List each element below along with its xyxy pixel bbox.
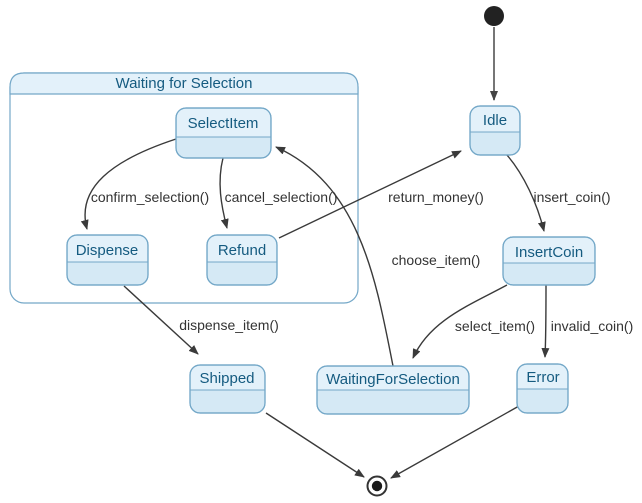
state-name-compartment bbox=[504, 238, 594, 263]
state-dispense: Dispense bbox=[66, 234, 149, 286]
state-insertcoin: InsertCoin bbox=[502, 236, 596, 286]
edge-insertcoin-to-error bbox=[541, 284, 550, 358]
state-name-compartment bbox=[518, 365, 567, 389]
state-name-compartment bbox=[208, 236, 276, 262]
state-name-compartment bbox=[191, 366, 264, 390]
state-label-waitingforselection: WaitingForSelection bbox=[326, 371, 460, 388]
edge-insertcoin-to-waitingforselection bbox=[412, 284, 508, 359]
state-label-insertcoin: InsertCoin bbox=[515, 244, 583, 261]
label-choose-item: choose_item() bbox=[392, 252, 481, 268]
final-state-marker bbox=[366, 475, 388, 497]
state-label-refund: Refund bbox=[218, 242, 266, 259]
state-name-compartment bbox=[471, 107, 519, 132]
label-cancel-selection: cancel_selection() bbox=[225, 189, 338, 205]
state-label-dispense: Dispense bbox=[76, 242, 139, 259]
label-invalid-coin: invalid_coin() bbox=[551, 318, 633, 334]
final-state-inner-dot bbox=[371, 480, 383, 492]
state-label-idle: Idle bbox=[483, 112, 507, 129]
state-label-error: Error bbox=[526, 369, 559, 386]
label-return-money: return_money() bbox=[388, 189, 484, 205]
state-name-compartment bbox=[177, 109, 270, 137]
label-confirm-selection: confirm_selection() bbox=[91, 189, 209, 205]
edge-refund-to-idle bbox=[278, 150, 462, 239]
state-waitingforselection: WaitingForSelection bbox=[316, 365, 470, 415]
edge-selectitem-to-dispense bbox=[80, 138, 177, 230]
state-name-compartment bbox=[318, 367, 468, 390]
state-shipped: Shipped bbox=[189, 364, 266, 414]
edge-selectitem-to-refund bbox=[219, 157, 229, 229]
state-refund: Refund bbox=[206, 234, 278, 286]
transition-labels: confirm_selection() cancel_selection() r… bbox=[91, 189, 633, 334]
state-error: Error bbox=[516, 363, 569, 414]
edge-idle-to-insertcoin bbox=[506, 154, 546, 232]
state-selectitem: SelectItem bbox=[175, 107, 272, 159]
label-dispense-item: dispense_item() bbox=[179, 317, 279, 333]
state-name-compartment bbox=[68, 236, 147, 262]
label-insert-coin: insert_coin() bbox=[533, 189, 610, 205]
edge-error-to-final bbox=[390, 405, 520, 479]
composite-state-outline bbox=[9, 72, 359, 304]
edge-shipped-to-final bbox=[265, 412, 365, 478]
composite-state-waiting-for-selection: Waiting for Selection bbox=[9, 72, 359, 304]
state-label-shipped: Shipped bbox=[199, 370, 254, 387]
state-label-selectitem: SelectItem bbox=[188, 115, 259, 132]
label-select-item: select_item() bbox=[455, 318, 535, 334]
composite-title-label: Waiting for Selection bbox=[115, 75, 252, 92]
edge-dispense-to-shipped bbox=[123, 285, 199, 355]
edge-waitingforselection-to-selectitem bbox=[275, 146, 394, 367]
state-idle: Idle bbox=[469, 105, 521, 156]
transition-edges bbox=[80, 27, 550, 479]
composite-title-bar bbox=[9, 72, 359, 95]
initial-state-marker bbox=[484, 6, 504, 26]
